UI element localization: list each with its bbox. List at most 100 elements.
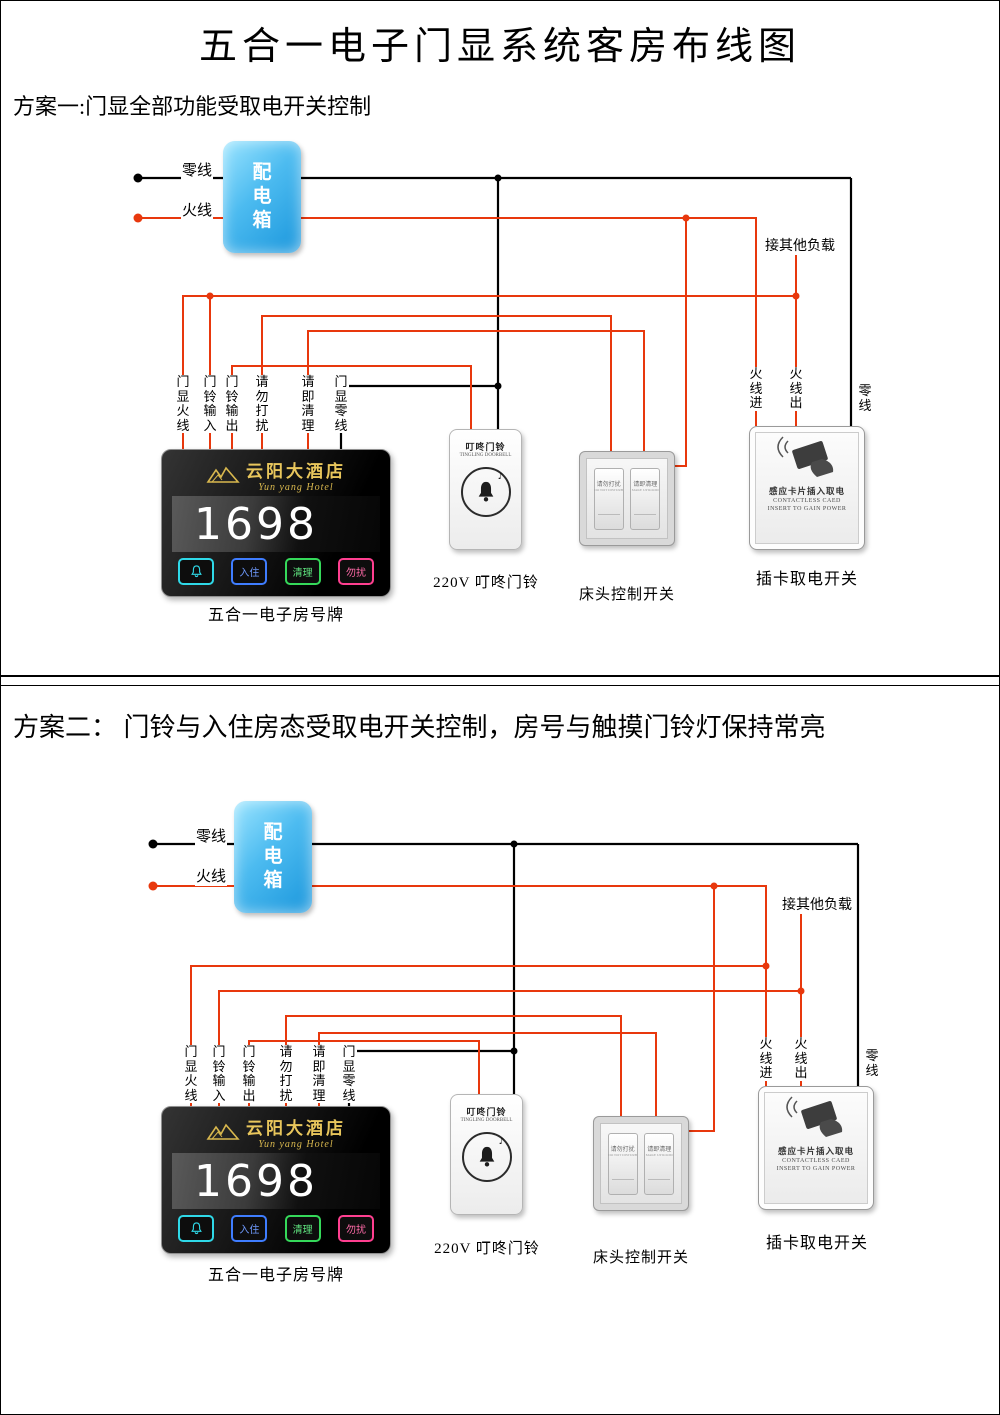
card-switch-text-en2: INSERT TO GAIN POWER	[767, 506, 847, 512]
live-out-label: 火线出	[788, 366, 804, 411]
dnd-touch-button: 勿扰	[337, 558, 374, 585]
panel-touch-buttons: 入住 清理 勿扰	[162, 1209, 390, 1242]
neutral-out-label: 零线	[865, 1048, 879, 1078]
doorbell-name: 叮咚门铃	[465, 442, 506, 452]
panel-wire-label-1: 门显火线	[183, 1044, 199, 1103]
neutral-out-label: 零线	[858, 383, 872, 413]
bedside-switch-face: 请勿打扰 DO NOT DISTURB 请即清理 MAKE UP ROOM	[600, 1123, 682, 1204]
dnd-rocker-label: 请勿打扰	[610, 1146, 635, 1153]
door-display-panel: 云阳大酒店 Yun yang Hotel 1698 入住 清理 勿扰	[161, 449, 391, 597]
panel-wire-label-5: 请即清理	[311, 1044, 327, 1103]
checkin-touch-button: 入住	[231, 558, 268, 585]
hotel-name: 云阳大酒店	[246, 1119, 346, 1138]
dnd-touch-button: 勿扰	[337, 1215, 374, 1242]
cleanup-touch-button: 清理	[284, 1215, 321, 1242]
panel-header: 云阳大酒店 Yun yang Hotel	[162, 1107, 390, 1150]
distribution-box: 配电箱	[223, 141, 301, 253]
music-note-icon: ♪	[498, 1137, 505, 1147]
card-switch-caption: 插卡取电开关	[765, 1235, 868, 1252]
bedside-caption: 床头控制开关	[578, 587, 675, 603]
checkin-touch-button: 入住	[231, 1215, 268, 1242]
doorbell-unit: 叮咚门铃 TINGLING DOORBELL ♪	[449, 429, 522, 550]
live-in-label: 火线进	[758, 1036, 774, 1081]
live-out-to-panel-wire	[182, 295, 796, 449]
hotel-name: 云阳大酒店	[246, 462, 346, 481]
mountain-logo-icon	[206, 466, 240, 483]
panel-header: 云阳大酒店 Yun yang Hotel	[162, 450, 390, 493]
panel-wire-label-4: 请勿打扰	[278, 1044, 294, 1103]
panel-wire-label-4: 请勿打扰	[254, 374, 270, 433]
insert-card-icon	[786, 1096, 843, 1137]
card-switch-text-en2: INSERT TO GAIN POWER	[776, 1166, 856, 1172]
panel-caption: 五合一电子房号牌	[207, 607, 344, 624]
hotel-name-block: 云阳大酒店 Yun yang Hotel	[246, 457, 346, 493]
switched-doorbell-live-wire	[218, 990, 801, 1106]
cleanup-rocker-switch: 请即清理 MAKE UP ROOM	[644, 1132, 675, 1195]
bell-icon	[479, 1146, 494, 1167]
panel-wire-label-6: 门显零线	[333, 374, 349, 433]
cleanup-touch-button: 清理	[284, 558, 321, 585]
bedside-control-switch: 请勿打扰 DO NOT DISTURB 请即清理 MAKE UP ROOM	[593, 1116, 689, 1211]
live-to-bedside-wire	[675, 218, 687, 467]
card-switch-text-cn: 感应卡片插入取电	[768, 486, 845, 496]
room-number-display: 1698	[194, 498, 318, 550]
scheme2-heading: 方案二： 门铃与入住房态受取电开关控制，房号与触摸门铃灯保持常亮	[13, 713, 826, 742]
live-to-bedside-wire	[689, 886, 715, 1132]
cleanup-rocker-switch: 请即清理 MAKE UP ROOM	[630, 467, 661, 530]
panel-wire-label-2: 门铃输入	[202, 374, 218, 433]
card-power-switch: 感应卡片插入取电 CONTACTLESS CAED INSERT TO GAIN…	[758, 1086, 874, 1210]
other-loads-label: 接其他负载	[764, 235, 836, 255]
live-wire-label: 火线	[195, 865, 228, 886]
neutral-wire-label: 零线	[181, 159, 214, 180]
panel-touch-buttons: 入住 清理 勿扰	[162, 552, 390, 585]
bell-icon	[478, 481, 493, 502]
card-switch-face: 感应卡片插入取电 CONTACTLESS CAED INSERT TO GAIN…	[764, 1092, 868, 1204]
card-switch-text-en1: CONTACTLESS CAED	[782, 1158, 850, 1164]
card-switch-text-cn: 感应卡片插入取电	[777, 1146, 854, 1156]
other-loads-label: 接其他负载	[781, 894, 853, 914]
dnd-rocker-switch: 请勿打扰 DO NOT DISTURB	[593, 467, 624, 530]
bedside-caption: 床头控制开关	[592, 1250, 689, 1266]
door-display-panel: 云阳大酒店 Yun yang Hotel 1698 入住 清理 勿扰	[161, 1106, 391, 1254]
cleanup-rocker-label: 请即清理	[633, 481, 658, 488]
panel-wire-label-3: 门铃输出	[224, 374, 240, 433]
hotel-name-en: Yun yang Hotel	[258, 482, 334, 493]
distribution-box-label: 配电箱	[252, 162, 272, 231]
neutral-wire-label: 零线	[195, 825, 228, 846]
section-divider-line-2	[1, 685, 999, 686]
doorbell-name-en: TINGLING DOORBELL	[459, 453, 512, 458]
cleanup-rocker-label: 请即清理	[647, 1146, 672, 1153]
live-out-label: 火线出	[793, 1036, 809, 1081]
doorbell-touch-button	[178, 558, 214, 585]
room-number-area: 1698	[172, 496, 380, 552]
distribution-box-label: 配电箱	[263, 822, 283, 891]
bedside-switch-face: 请勿打扰 DO NOT DISTURB 请即清理 MAKE UP ROOM	[586, 458, 668, 539]
card-power-switch: 感应卡片插入取电 CONTACTLESS CAED INSERT TO GAIN…	[749, 426, 865, 550]
dnd-rocker-label-en: DO NOT DISTURB	[594, 488, 624, 492]
dnd-rocker-label: 请勿打扰	[596, 481, 621, 488]
doorbell-name: 叮咚门铃	[466, 1107, 507, 1117]
cleanup-rocker-label-en: MAKE UP ROOM	[631, 488, 659, 492]
panel-caption: 五合一电子房号牌	[207, 1267, 344, 1284]
mountain-logo-icon	[206, 1123, 240, 1140]
live-wire-label: 火线	[181, 199, 214, 220]
doorbell-unit: 叮咚门铃 TINGLING DOORBELL ♪	[450, 1094, 523, 1215]
doorbell-bell-badge: ♪	[460, 467, 511, 517]
page-title: 五合一电子门显系统客房布线图	[198, 26, 801, 68]
card-switch-face: 感应卡片插入取电 CONTACTLESS CAED INSERT TO GAIN…	[755, 432, 859, 544]
distribution-box: 配电箱	[234, 801, 312, 913]
section-divider-line	[1, 675, 999, 677]
doorbell-bell-badge: ♪	[461, 1132, 512, 1182]
panel-wire-label-2: 门铃输入	[211, 1044, 227, 1103]
panel-wire-label-3: 门铃输出	[241, 1044, 257, 1103]
bedside-control-switch: 请勿打扰 DO NOT DISTURB 请即清理 MAKE UP ROOM	[579, 451, 675, 546]
doorbell-caption: 220V 叮咚门铃	[433, 575, 539, 591]
doorbell-caption: 220V 叮咚门铃	[434, 1241, 540, 1257]
doorbell-touch-button	[178, 1215, 214, 1242]
live-in-label: 火线进	[748, 366, 764, 411]
panel-wire-label-1: 门显火线	[175, 374, 191, 433]
card-switch-caption: 插卡取电开关	[755, 571, 858, 588]
bell-icon	[190, 565, 202, 578]
hotel-name-block: 云阳大酒店 Yun yang Hotel	[246, 1114, 346, 1150]
